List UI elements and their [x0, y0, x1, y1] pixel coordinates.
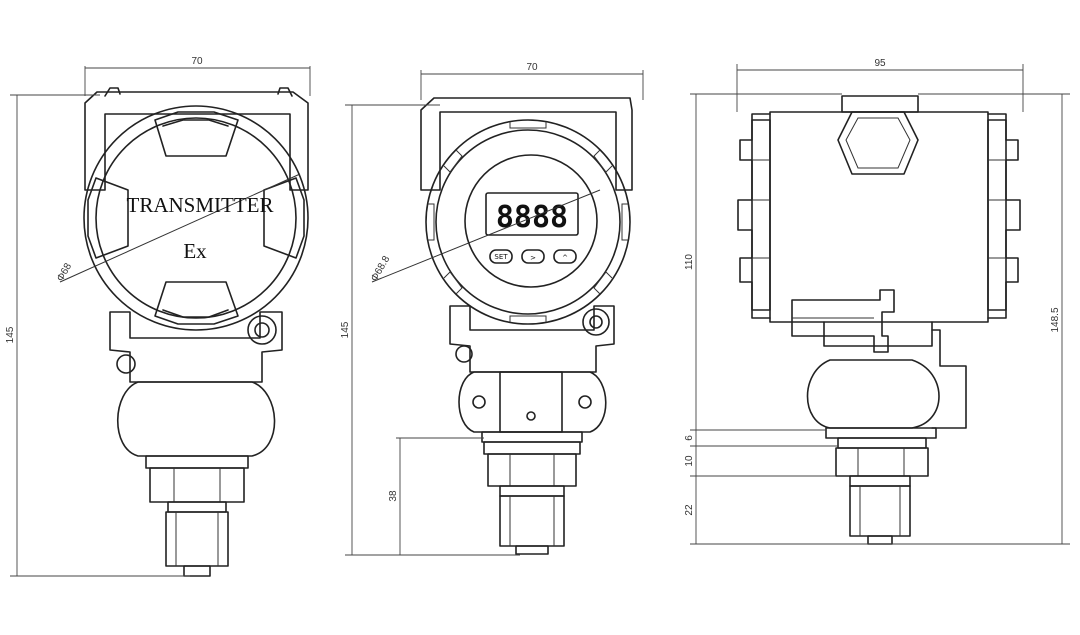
side-width-dim: 95: [874, 58, 886, 69]
side-small-dim-b: 10: [684, 455, 695, 467]
side-small-dim-a: 6: [684, 435, 695, 441]
side-view: 95 110 6 10 22 148.5: [684, 58, 1070, 545]
ex-label: Ex: [183, 239, 207, 263]
display-lower-dim: 38: [388, 490, 399, 502]
gear-teeth: [428, 122, 628, 322]
side-small-dim-c: 22: [684, 504, 695, 516]
shift-button-label: >: [530, 254, 536, 262]
front-height-dim: 145: [5, 326, 16, 343]
shift-button[interactable]: >: [521, 249, 545, 264]
front-width-dim: 70: [191, 56, 203, 67]
front-diameter-dim: Φ68: [55, 261, 74, 283]
front-view: Φ68 TRANSMITTER Ex 70 145: [5, 56, 311, 577]
display-width-dim: 70: [526, 62, 538, 73]
set-button[interactable]: SET: [489, 249, 513, 264]
transmitter-label: TRANSMITTER: [127, 193, 274, 217]
set-button-label: SET: [494, 253, 508, 261]
up-button[interactable]: ^: [553, 249, 577, 264]
display-diameter-dim: Φ68.8: [369, 254, 392, 284]
up-button-label: ^: [562, 254, 568, 262]
side-total-height-dim: 148.5: [1050, 307, 1061, 332]
display-height-dim: 145: [340, 321, 351, 338]
display-view: 8888 SET > ^ Φ68.8: [340, 62, 644, 556]
side-upper-height-dim: 110: [684, 254, 695, 270]
